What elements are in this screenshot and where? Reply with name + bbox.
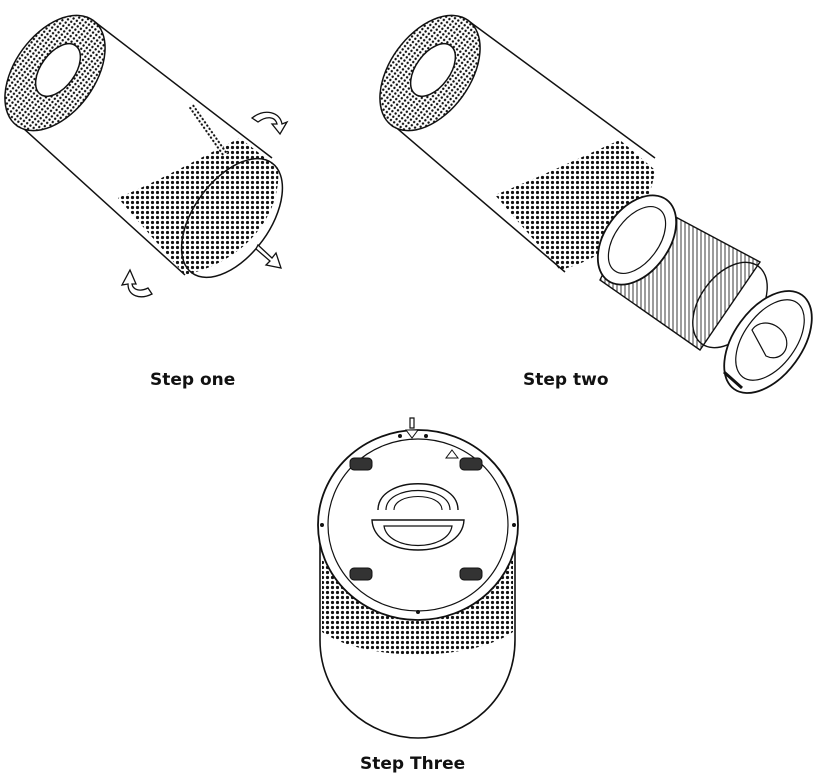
filter-cartridge <box>596 194 768 351</box>
purifier-upright-bottom-view <box>317 417 519 739</box>
rotate-arrow-icon <box>120 111 289 298</box>
step-two-caption: Step two <box>523 370 609 390</box>
purifier-body-tilted <box>4 14 284 279</box>
base-cover <box>723 290 813 394</box>
purifier-body-tilted <box>379 14 656 273</box>
step-three-illustration <box>317 417 519 739</box>
step-one-caption: Step one <box>150 370 236 390</box>
step-two-illustration <box>379 14 813 394</box>
step-three-caption: Step Three <box>360 754 466 774</box>
step-one-illustration <box>4 14 289 298</box>
